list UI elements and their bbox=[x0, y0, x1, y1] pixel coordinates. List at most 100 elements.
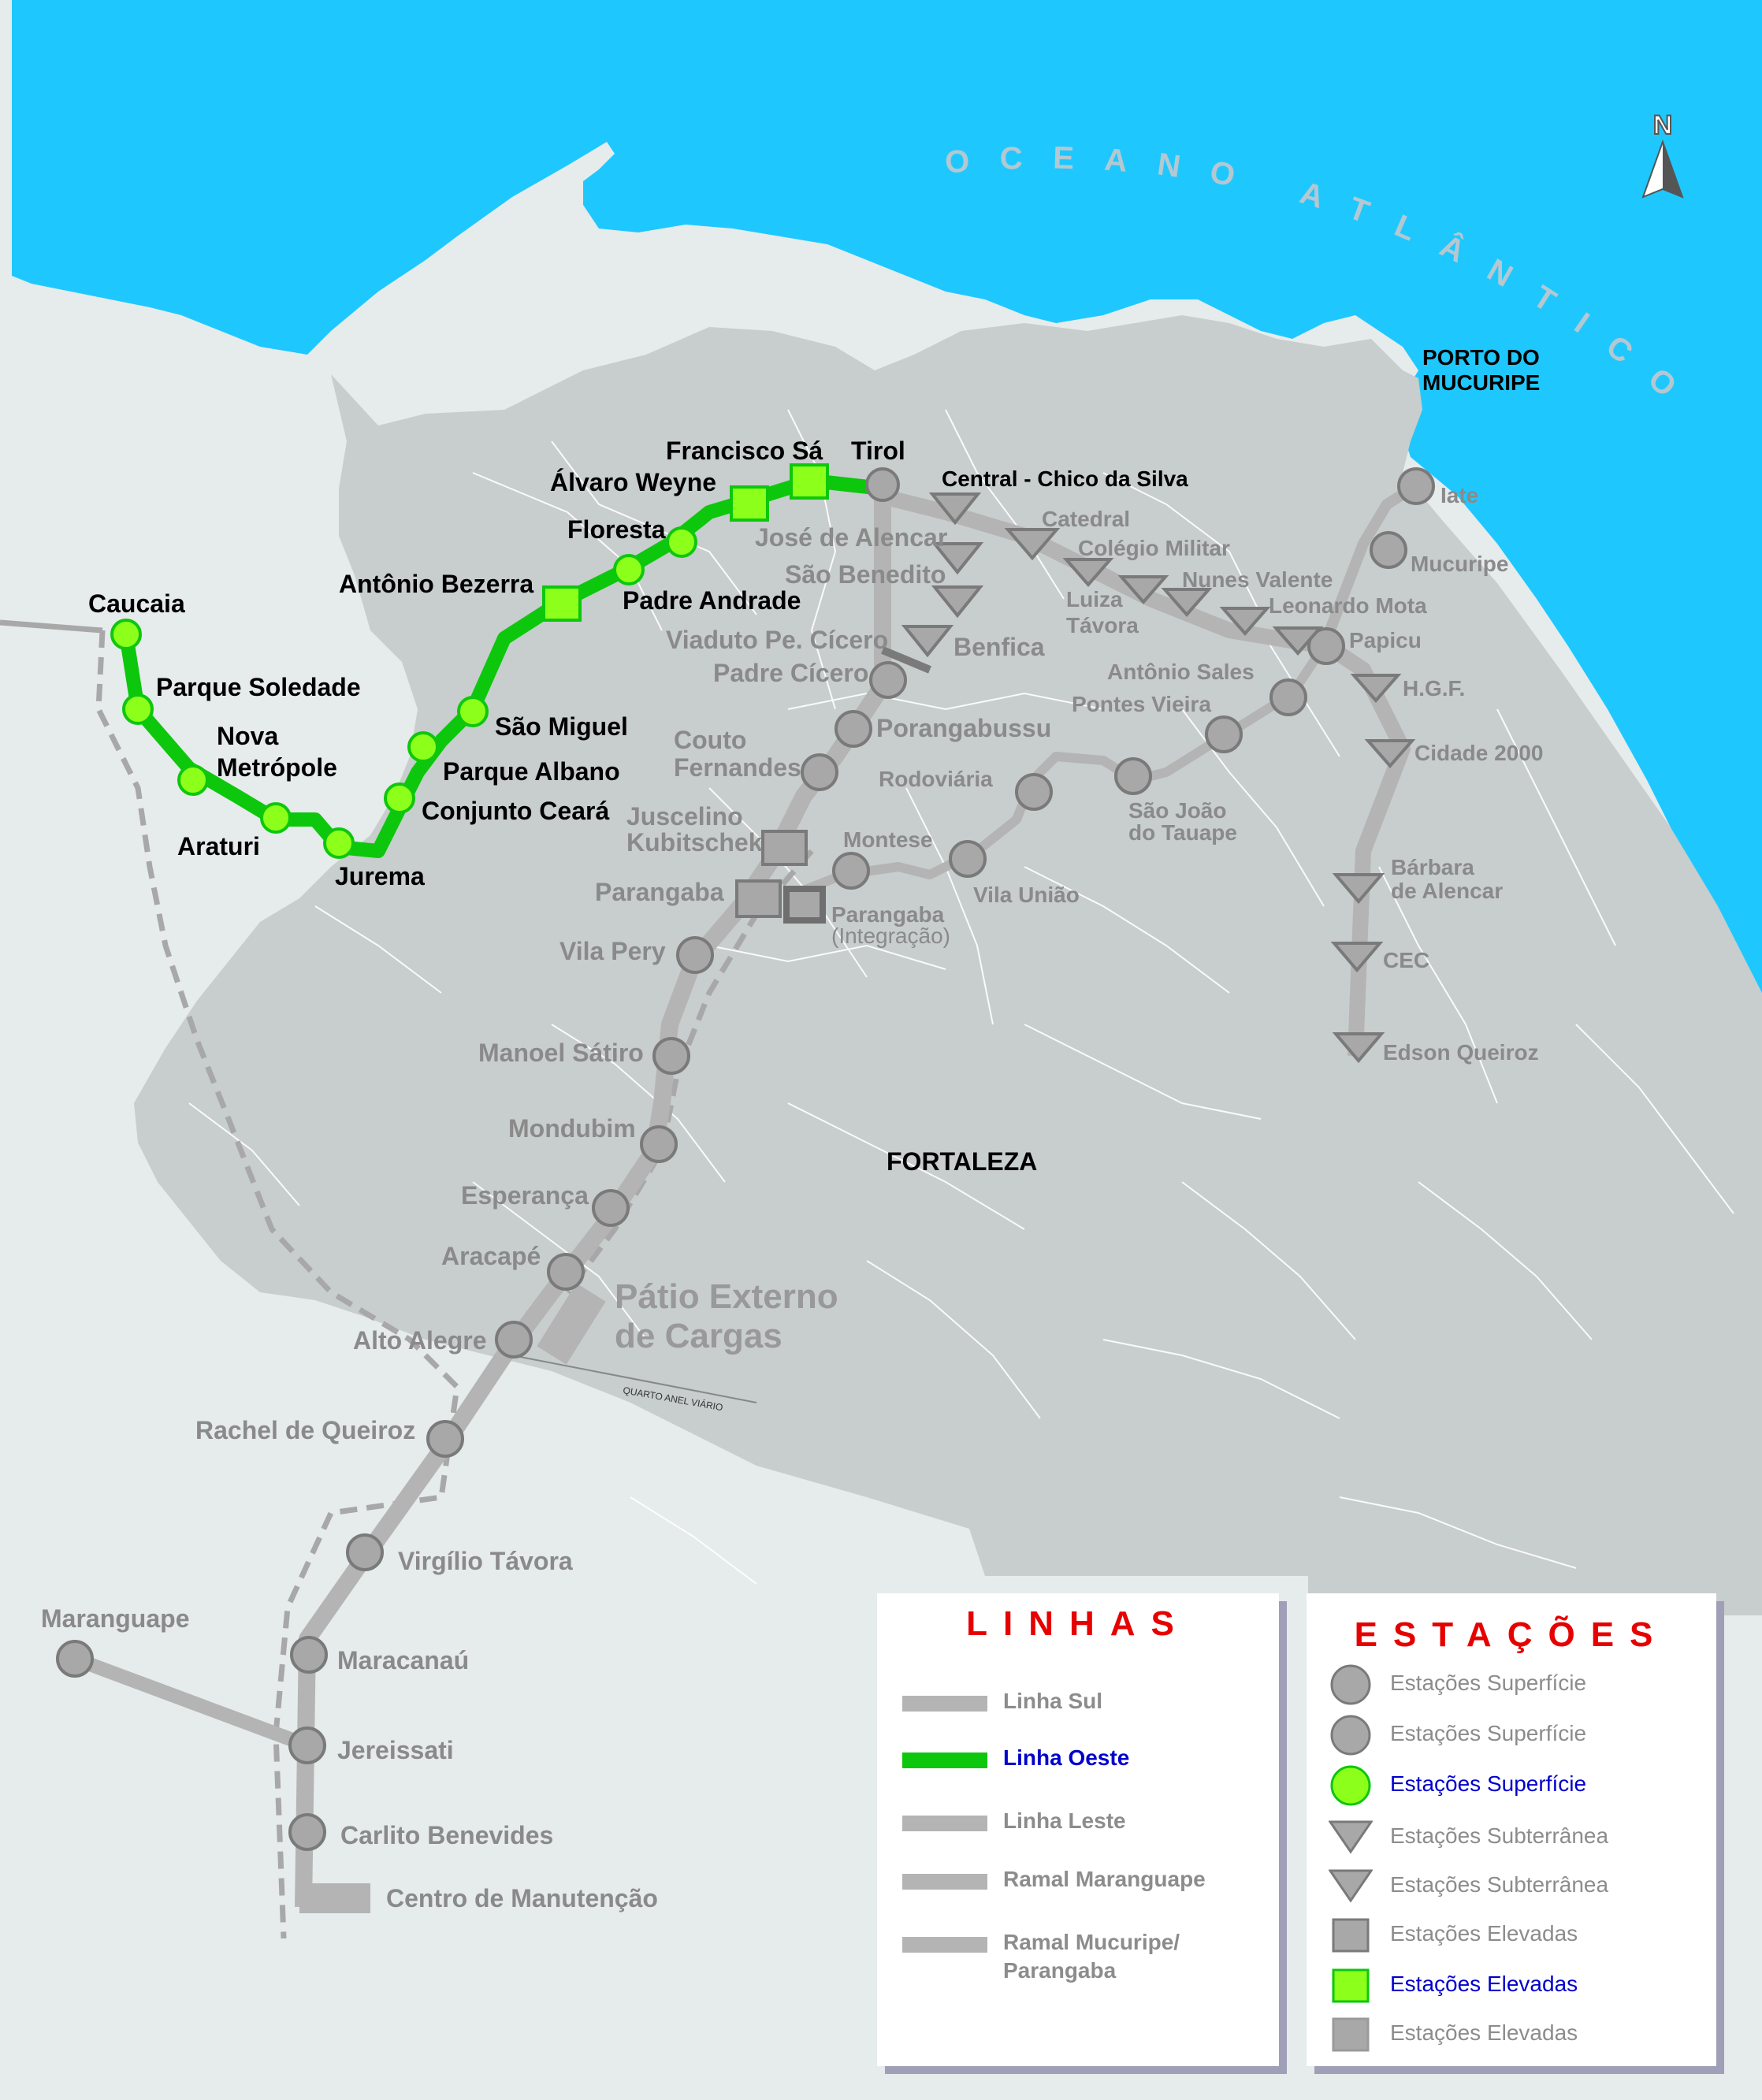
legend-linha-sul-label: Linha Sul bbox=[1003, 1689, 1102, 1713]
ramal-maranguape-track bbox=[72, 1652, 310, 1752]
station-nunes-valente[interactable] bbox=[1161, 588, 1213, 618]
label-jurema: Jurema bbox=[335, 862, 425, 890]
label-caucaia: Caucaia bbox=[88, 589, 185, 618]
station-mondubim[interactable] bbox=[640, 1125, 678, 1163]
legend-linha-oeste-swatch bbox=[902, 1752, 987, 1768]
station-catedral[interactable] bbox=[1004, 528, 1061, 561]
legend-stations: ESTAÇÕES Estações Superfície Estações Su… bbox=[1307, 1593, 1716, 2066]
station-parque-albano[interactable] bbox=[407, 731, 439, 763]
station-barbara-de-alencar[interactable] bbox=[1332, 873, 1385, 905]
station-parangaba-integracao[interactable] bbox=[783, 886, 826, 924]
station-caucaia[interactable] bbox=[110, 619, 142, 650]
legend-station-4: Estações Subterrânea bbox=[1307, 1812, 1716, 1860]
circle-green-icon bbox=[1330, 1765, 1371, 1806]
label-sao-benedito: São Benedito bbox=[785, 560, 946, 589]
label-jose-de-alencar: José de Alencar bbox=[755, 523, 947, 552]
label-virgilio-tavora: Virgílio Távora bbox=[398, 1547, 573, 1575]
legend-ramal-maranguape-label: Ramal Maranguape bbox=[1003, 1867, 1206, 1891]
station-virgilio-tavora[interactable] bbox=[346, 1533, 384, 1571]
label-padre-andrade: Padre Andrade bbox=[623, 586, 801, 615]
station-rodoviaria[interactable] bbox=[1015, 773, 1053, 811]
north-arrow: N bbox=[1641, 110, 1684, 199]
station-mucuripe[interactable] bbox=[1370, 531, 1407, 569]
label-de-alencar: de Alencar bbox=[1391, 879, 1503, 903]
label-cidade-2000: Cidade 2000 bbox=[1414, 741, 1543, 765]
station-sao-miguel[interactable] bbox=[457, 696, 489, 727]
station-papicu[interactable] bbox=[1307, 627, 1345, 665]
station-sao-benedito[interactable] bbox=[931, 542, 984, 575]
station-nova-metropole[interactable] bbox=[177, 764, 209, 796]
station-parque-soledade[interactable] bbox=[122, 693, 154, 725]
station-conjunto-ceara[interactable] bbox=[384, 782, 415, 814]
station-pontes-vieira[interactable] bbox=[1205, 715, 1243, 753]
station-francisco-sa[interactable] bbox=[790, 463, 829, 500]
label-barbara: Bárbara bbox=[1391, 855, 1474, 879]
west-stations bbox=[110, 526, 697, 859]
station-manoel-satiro[interactable] bbox=[652, 1037, 690, 1075]
station-benfica-a[interactable] bbox=[931, 585, 984, 619]
labels-south: José de Alencar São Benedito Benfica Via… bbox=[41, 523, 1051, 1912]
station-araturi[interactable] bbox=[260, 802, 292, 834]
label-vila-pery: Vila Pery bbox=[559, 937, 666, 965]
station-jereissati[interactable] bbox=[288, 1726, 326, 1764]
square-gray-icon bbox=[1332, 1918, 1370, 1953]
label-tirol: Tirol bbox=[851, 437, 905, 465]
station-benfica[interactable] bbox=[901, 625, 954, 658]
station-padre-cicero[interactable] bbox=[869, 661, 907, 699]
station-floresta[interactable] bbox=[666, 526, 697, 558]
legend-linha-leste: Linha Leste bbox=[877, 1808, 1279, 1839]
label-antonio-bezerra: Antônio Bezerra bbox=[339, 570, 533, 598]
station-vila-pery[interactable] bbox=[676, 936, 714, 974]
station-carlito-benevides[interactable] bbox=[288, 1813, 326, 1851]
legend-ramal-mucuripe: Ramal Mucuripe/ Parangaba bbox=[877, 1929, 1279, 1992]
station-antonio-bezerra[interactable] bbox=[542, 585, 582, 622]
legend-stations-title: ESTAÇÕES bbox=[1354, 1615, 1669, 1654]
station-leonardo-mota-2[interactable] bbox=[1272, 626, 1324, 656]
label-esperanca: Esperança bbox=[461, 1181, 589, 1210]
station-jurema[interactable] bbox=[323, 827, 355, 859]
triangle-gray-icon bbox=[1329, 1869, 1373, 1903]
label-montese: Montese bbox=[843, 827, 933, 852]
station-alvaro-weyne[interactable] bbox=[730, 485, 769, 522]
triangle-gray-icon bbox=[1329, 1820, 1373, 1854]
station-couto-fernandes[interactable] bbox=[801, 753, 838, 791]
station-parangaba[interactable] bbox=[735, 879, 782, 918]
label-cec: CEC bbox=[1383, 948, 1429, 972]
station-sao-joao-do-tauape[interactable] bbox=[1114, 757, 1152, 795]
station-aracape[interactable] bbox=[547, 1253, 585, 1291]
station-padre-andrade[interactable] bbox=[613, 554, 645, 585]
label-parque-albano: Parque Albano bbox=[443, 757, 620, 786]
station-leonardo-mota[interactable] bbox=[1219, 607, 1271, 637]
station-hgf[interactable] bbox=[1350, 674, 1402, 704]
label-rachel-de-queiroz: Rachel de Queiroz bbox=[195, 1416, 415, 1444]
legend-linha-sul-swatch bbox=[902, 1696, 987, 1712]
station-iate[interactable] bbox=[1397, 467, 1435, 505]
station-montese[interactable] bbox=[832, 852, 870, 890]
labels-west: Caucaia Parque Soledade Nova Metrópole A… bbox=[88, 437, 905, 890]
station-porangabussu[interactable] bbox=[835, 710, 872, 748]
station-cidade-2000[interactable] bbox=[1364, 739, 1416, 769]
ocean bbox=[12, 0, 1762, 1001]
station-antonio-sales[interactable] bbox=[1269, 678, 1307, 716]
label-carlito-benevides: Carlito Benevides bbox=[340, 1821, 553, 1849]
station-juscelino-kubitschek[interactable] bbox=[761, 830, 808, 866]
station-esperanca[interactable] bbox=[592, 1189, 630, 1227]
legend-station-8: Estações Elevadas bbox=[1307, 2009, 1716, 2057]
label-vila-uniao: Vila União bbox=[973, 883, 1080, 907]
legend-linha-leste-label: Linha Leste bbox=[1003, 1808, 1126, 1833]
station-alto-alegre[interactable] bbox=[495, 1321, 533, 1358]
station-cec[interactable] bbox=[1330, 942, 1384, 973]
label-benfica: Benfica bbox=[953, 633, 1045, 661]
freight-line bbox=[95, 630, 460, 1939]
station-maracanau[interactable] bbox=[290, 1636, 328, 1674]
label-alto-alegre: Alto Alegre bbox=[353, 1326, 487, 1355]
station-vila-uniao[interactable] bbox=[949, 840, 987, 878]
label-metropole: Metrópole bbox=[217, 753, 337, 782]
station-luiza-tavora[interactable] bbox=[1117, 575, 1169, 605]
station-tirol[interactable] bbox=[865, 467, 900, 502]
station-maranguape[interactable] bbox=[56, 1640, 94, 1678]
station-edson-queiroz[interactable] bbox=[1332, 1032, 1385, 1064]
station-jose-de-alencar[interactable] bbox=[928, 492, 982, 526]
station-rachel-de-queiroz[interactable] bbox=[426, 1420, 464, 1458]
station-colegio-militar[interactable] bbox=[1062, 558, 1114, 588]
